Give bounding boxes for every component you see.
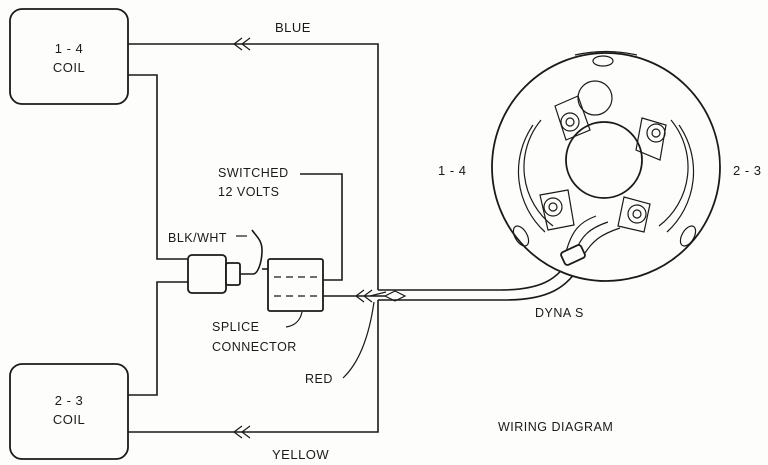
coil-1-4-number: 1 - 4 <box>55 41 84 56</box>
splice-connector <box>262 258 324 312</box>
switched-label-1: SWITCHED <box>218 166 289 180</box>
plate-hole <box>577 80 613 116</box>
plate-label-2-3: 2 - 3 <box>733 163 762 178</box>
dyna-s-plate <box>491 50 721 282</box>
plate-center <box>565 121 643 199</box>
splice-label: SPLICE CONNECTOR <box>212 311 303 354</box>
bullet-connector: BLK/WHT <box>168 229 263 294</box>
blue-wire-label: BLUE <box>275 20 311 35</box>
coil-2-3-label: COIL <box>53 412 85 427</box>
splice-label-1: SPLICE <box>212 320 259 334</box>
switched-12v: SWITCHED 12 VOLTS <box>218 166 343 281</box>
blk-wht-label: BLK/WHT <box>168 231 227 245</box>
coil-2-3-number: 2 - 3 <box>55 393 84 408</box>
dyna-s-label: DYNA S <box>535 306 584 320</box>
yellow-wire: YELLOW <box>128 300 379 462</box>
coil-2-3: 2 - 3 COIL <box>9 363 129 460</box>
blue-wire: BLUE <box>128 20 379 290</box>
switched-label-2: 12 VOLTS <box>218 185 279 199</box>
coil-1-4-label: COIL <box>53 60 85 75</box>
coil-1-4: 1 - 4 COIL <box>9 8 129 105</box>
splice-label-2: CONNECTOR <box>212 340 297 354</box>
red-wire: RED <box>305 289 385 386</box>
coil-2-3-box <box>9 363 129 460</box>
red-wire-label: RED <box>305 372 333 386</box>
coil-wires <box>128 74 190 396</box>
coil-1-4-box <box>9 8 129 105</box>
diagram-title: WIRING DIAGRAM <box>498 420 613 434</box>
plate-label-1-4: 1 - 4 <box>438 163 467 178</box>
yellow-wire-label: YELLOW <box>272 447 329 462</box>
